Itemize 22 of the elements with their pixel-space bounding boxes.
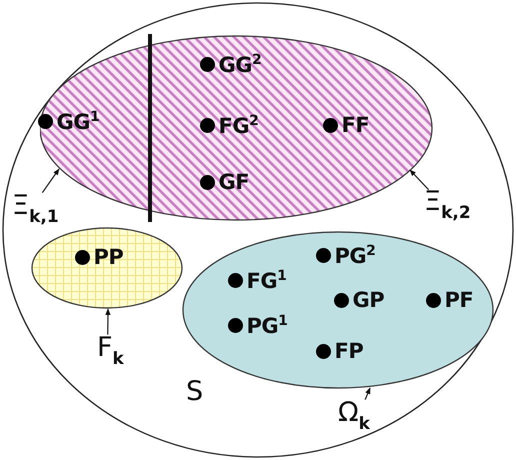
point-label: FG$^{1}$ bbox=[246, 268, 286, 293]
leader-arrow bbox=[42, 168, 60, 193]
set-label: F$_{k}$ bbox=[97, 334, 124, 368]
point-label: PF bbox=[444, 288, 474, 312]
leader-arrow bbox=[410, 170, 430, 190]
point-label: GG$^{2}$ bbox=[218, 52, 262, 77]
set-label: Ω$_{k}$ bbox=[338, 399, 370, 433]
point-label: GF bbox=[218, 170, 250, 194]
set-ellipse bbox=[31, 227, 183, 309]
point-label: FF bbox=[342, 113, 370, 137]
leader-arrow bbox=[364, 387, 370, 400]
point-label: GP bbox=[352, 288, 384, 312]
point-label: PG$^{1}$ bbox=[246, 313, 288, 338]
point-label: GG$^{1}$ bbox=[56, 109, 100, 134]
set-label: Ξ$_{k,2}$ bbox=[424, 188, 471, 222]
set-label: S bbox=[186, 378, 204, 405]
point-label: PP bbox=[94, 245, 124, 269]
point-label: FG$^{2}$ bbox=[218, 113, 258, 138]
set-label: Ξ$_{k,1}$ bbox=[12, 192, 59, 226]
point-label: PG$^{2}$ bbox=[334, 243, 376, 268]
point-label: FP bbox=[334, 339, 364, 363]
leader-arrow bbox=[105, 308, 111, 335]
